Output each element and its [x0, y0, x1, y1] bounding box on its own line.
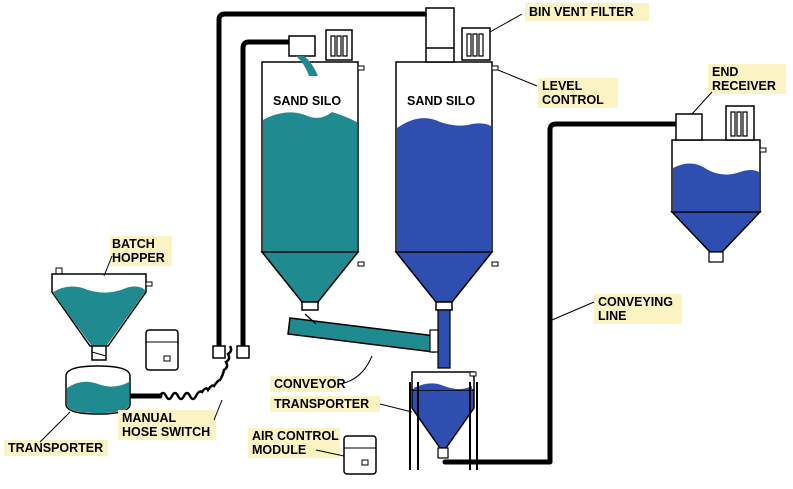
- end-receiver: [670, 105, 767, 263]
- teal-silo-inlet: [288, 35, 316, 57]
- blue-silo-material: [397, 118, 491, 252]
- blue-silo-label: SAND SILO: [407, 94, 475, 108]
- conveying-line-label-line1: CONVEYING: [598, 295, 673, 309]
- level-control-sensor-icon: [759, 147, 767, 153]
- bin-vent-filter-icon: [461, 27, 491, 61]
- bin-vent-filter-label: BIN VENT FILTER: [529, 5, 634, 19]
- pipe-to-blue-silo: [216, 11, 431, 351]
- teal-sand-silo: SAND SILO: [260, 29, 365, 311]
- screw-conveyor: [287, 313, 439, 353]
- blue-silo-inlet: [425, 7, 455, 63]
- bin-vent-filter-icon: [325, 29, 353, 61]
- air-control-module-icon: [145, 329, 179, 371]
- manual-hose-label-line2: HOSE SWITCH: [122, 425, 210, 439]
- teal-silo-label: SAND SILO: [273, 94, 341, 108]
- bin-vent-filter-icon: [725, 105, 755, 141]
- manual-hose-label-line1: MANUAL: [122, 411, 177, 425]
- left-transporter-material: [67, 381, 129, 413]
- teal-silo-material: [263, 112, 357, 251]
- air-control-label-line1: AIR CONTROL: [252, 429, 339, 443]
- batch-hopper-label-line2: HOPPER: [112, 251, 165, 265]
- hose-switch-port-left: [212, 345, 226, 359]
- air-control-label-line2: MODULE: [252, 443, 306, 457]
- conveying-line-pipe: [442, 121, 679, 465]
- center-transporter: [409, 371, 478, 470]
- level-control-label-line2: CONTROL: [542, 93, 604, 107]
- level-control-label-line1: LEVEL: [542, 79, 583, 93]
- batch-hopper-label-line1: BATCH: [112, 237, 155, 251]
- pipe-to-teal-silo: [240, 39, 293, 351]
- teal-silo-inflow-stream: [296, 56, 318, 76]
- hose-switch-port-right: [236, 345, 250, 359]
- left-transporter: [65, 345, 131, 415]
- transporter-left-label: TRANSPORTER: [8, 441, 103, 455]
- transporter-center-label: TRANSPORTER: [274, 397, 369, 411]
- blue-silo-drop-pipe: [437, 309, 451, 369]
- pipes: [125, 11, 679, 465]
- end-receiver-label-line2: RECEIVER: [712, 79, 776, 93]
- end-receiver-label-line1: END: [712, 65, 738, 79]
- air-control-module-icon: [343, 435, 377, 475]
- callouts: BIN VENT FILTER LEVEL CONTROL END RECEIV…: [4, 3, 786, 458]
- end-receiver-material: [673, 163, 759, 211]
- batch-hopper-material: [53, 286, 145, 345]
- flexible-hose: [158, 345, 233, 401]
- level-control-sensor-icon: [357, 65, 365, 71]
- batch-hopper: [51, 267, 153, 347]
- level-control-sensor-icon: [491, 65, 499, 71]
- conveyor-label: CONVEYOR: [274, 377, 346, 391]
- conveying-line-label-line2: LINE: [598, 309, 626, 323]
- blue-sand-silo: SAND SILO: [394, 7, 499, 311]
